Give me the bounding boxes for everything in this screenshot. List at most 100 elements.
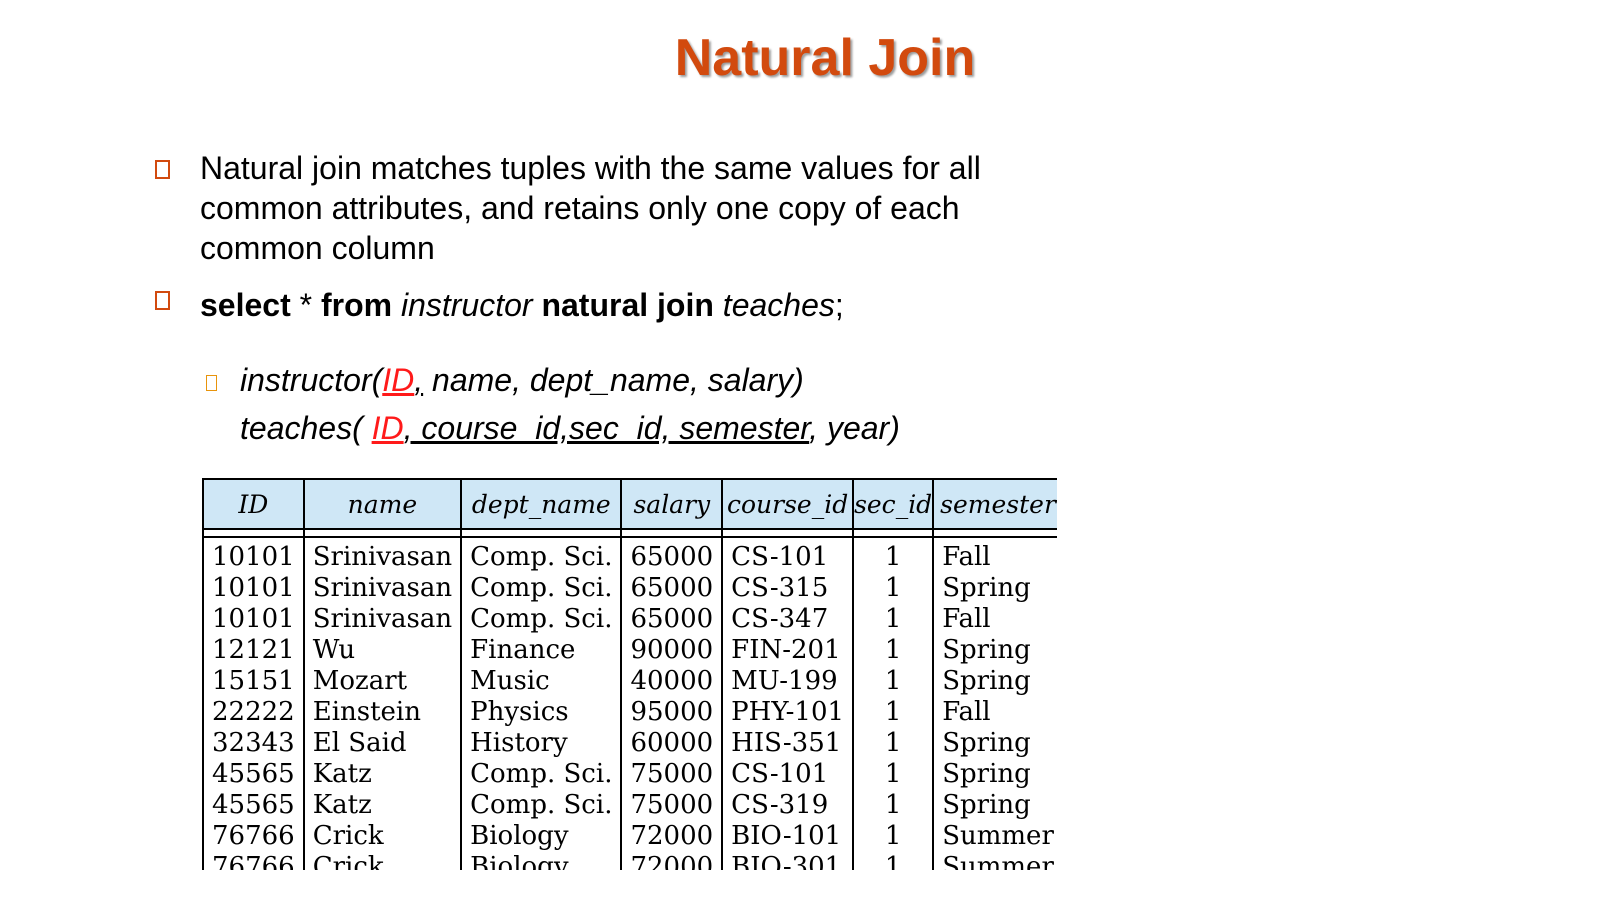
cell-dept-name: Physics	[460, 697, 623, 728]
header-course-id: course_id	[721, 478, 855, 530]
natural-join-result-table: ID name dept_name salary course_id sec_i…	[202, 478, 1057, 870]
sql-statement: select * from instructor natural join te…	[200, 285, 844, 325]
cell-course-id: BIO-301	[721, 852, 855, 870]
cell-name: Katz	[302, 759, 463, 790]
cell-sec-id: 1	[852, 821, 935, 852]
cell-dept-name: History	[460, 728, 623, 759]
cell-sec-id: 1	[852, 697, 935, 728]
cell-course-id: CS-319	[721, 790, 855, 821]
sql-star: *	[290, 287, 321, 323]
cell-salary: 95000	[620, 697, 724, 728]
cell-course-id: CS-347	[721, 604, 855, 635]
cell-semester: Fall	[932, 697, 1057, 728]
cell-id: 10101	[202, 537, 305, 573]
schema-teaches-key: ID	[371, 410, 404, 446]
cell-sec-id: 1	[852, 573, 935, 604]
sql-keyword-natural-join: natural join	[541, 287, 714, 323]
cell-salary: 72000	[620, 821, 724, 852]
cell-dept-name: Music	[460, 666, 623, 697]
cell-name: El Said	[302, 728, 463, 759]
cell-salary: 65000	[620, 604, 724, 635]
cell-salary: 72000	[620, 852, 724, 870]
cell-sec-id: 1	[852, 666, 935, 697]
cell-sec-id: 1	[852, 759, 935, 790]
cell-semester: Summer	[932, 852, 1057, 870]
cell-semester: Spring	[932, 759, 1057, 790]
sub-bullet-square-icon	[206, 375, 217, 391]
cell-name: Einstein	[302, 697, 463, 728]
bullet-natural-join-definition: Natural join matches tuples with the sam…	[200, 150, 981, 266]
cell-dept-name: Biology	[460, 852, 623, 870]
cell-sec-id: 1	[852, 852, 935, 870]
cell-sec-id: 1	[852, 728, 935, 759]
cell-dept-name: Finance	[460, 635, 623, 666]
cell-course-id: CS-101	[721, 759, 855, 790]
cell-course-id: BIO-101	[721, 821, 855, 852]
cell-dept-name: Comp. Sci.	[460, 759, 623, 790]
cell-course-id: CS-315	[721, 573, 855, 604]
cell-id: 32343	[202, 728, 305, 759]
cell-dept-name: Comp. Sci.	[460, 604, 623, 635]
cell-id: 12121	[202, 635, 305, 666]
schema-instructor: instructor(ID, name, dept_name, salary)	[240, 360, 804, 400]
cell-sec-id: 1	[852, 537, 935, 573]
cell-semester: Fall	[932, 537, 1057, 573]
cell-course-id: MU-199	[721, 666, 855, 697]
cell-dept-name: Comp. Sci.	[460, 537, 623, 573]
cell-sec-id: 1	[852, 604, 935, 635]
cell-dept-name: Comp. Sci.	[460, 790, 623, 821]
cell-id: 22222	[202, 697, 305, 728]
cell-course-id: HIS-351	[721, 728, 855, 759]
schema-teaches-underlined: , course_id,sec_id, semester	[403, 410, 810, 446]
cell-salary: 40000	[620, 666, 724, 697]
cell-salary: 75000	[620, 759, 724, 790]
cell-name: Srinivasan	[302, 537, 463, 573]
header-dept-name: dept_name	[460, 478, 623, 530]
sql-table-teaches: teaches	[722, 287, 835, 323]
schema-instructor-key: ID	[382, 362, 415, 398]
cell-salary: 65000	[620, 537, 724, 573]
cell-semester: Spring	[932, 573, 1057, 604]
cell-id: 76766	[202, 821, 305, 852]
cell-semester: Summer	[932, 821, 1057, 852]
schema-teaches: teaches( ID, course_id,sec_id, semester,…	[240, 408, 900, 448]
cell-semester: Spring	[932, 728, 1057, 759]
header-salary: salary	[620, 478, 724, 530]
header-sec-id: sec_id	[852, 478, 935, 530]
cell-salary: 75000	[620, 790, 724, 821]
cell-name: Crick	[302, 821, 463, 852]
cell-course-id: PHY-101	[721, 697, 855, 728]
bullet-square-icon	[155, 291, 170, 310]
cell-semester: Spring	[932, 635, 1057, 666]
cell-course-id: CS-101	[721, 537, 855, 573]
header-id: ID	[202, 478, 305, 530]
cell-id: 45565	[202, 759, 305, 790]
sql-semicolon: ;	[834, 287, 844, 323]
table-header-row: ID name dept_name salary course_id sec_i…	[202, 478, 1057, 530]
bullet-square-icon	[155, 160, 170, 179]
schema-instructor-prefix: instructor(	[240, 362, 383, 398]
sql-table-instructor: instructor	[400, 287, 533, 323]
schema-instructor-close: )	[793, 362, 804, 398]
header-semester: semester	[932, 478, 1057, 530]
table-row: 22222EinsteinPhysics95000PHY-1011Fall200…	[202, 697, 1057, 728]
cell-id: 15151	[202, 666, 305, 697]
header-gap	[202, 529, 1057, 538]
cell-salary: 60000	[620, 728, 724, 759]
cell-name: Mozart	[302, 666, 463, 697]
sql-keyword-select: select	[200, 287, 291, 323]
cell-id: 10101	[202, 604, 305, 635]
schema-teaches-rest: , year)	[809, 410, 900, 446]
slide-title: Natural Join	[674, 29, 976, 87]
cell-name: Srinivasan	[302, 604, 463, 635]
header-name: name	[302, 478, 463, 530]
cell-course-id: FIN-201	[721, 635, 855, 666]
